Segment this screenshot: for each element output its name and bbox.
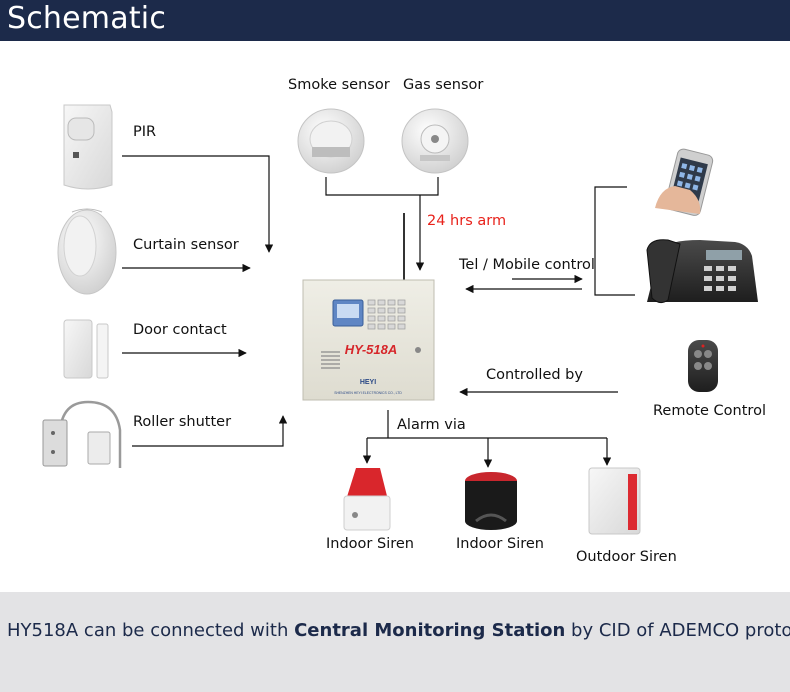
smoke-sensor-label: Smoke sensor: [288, 77, 390, 93]
footer-note-post: by CID of ADEMCO protocol: [571, 620, 790, 641]
alarm-via-label: Alarm via: [397, 417, 466, 433]
panel-model-text: HY-518A: [345, 342, 398, 357]
indoor-siren-2-label: Indoor Siren: [456, 536, 544, 552]
controlled-by-label: Controlled by: [486, 367, 583, 383]
gas-sensor-label: Gas sensor: [403, 77, 484, 93]
mobile-phone-image: [655, 148, 714, 216]
door-contact-image: [63, 319, 109, 379]
gas-sensor-image: [401, 108, 469, 174]
footer-bar: HY518A can be connected with Central Mon…: [0, 592, 790, 692]
panel-maker-text: SHENZHEN HEYI ELECTRONICS CO., LTD: [334, 391, 402, 395]
smoke-sensor-image: [297, 108, 365, 174]
outdoor-siren-label: Outdoor Siren: [576, 549, 677, 565]
footer-note: HY518A can be connected with Central Mon…: [7, 620, 790, 641]
tel-bracket-line: [594, 186, 635, 296]
pir-detector-image: [63, 104, 113, 190]
shutter-line: [132, 415, 288, 447]
arm-label: 24 hrs arm: [427, 213, 507, 229]
outdoor-siren-image: [588, 467, 641, 535]
indoor-siren-2-image: [465, 472, 517, 530]
panel-brand-text: HEYI: [360, 379, 376, 386]
roller-shutter-label: Roller shutter: [133, 414, 232, 430]
pir-line: [122, 155, 274, 253]
indoor-siren-1-label: Indoor Siren: [326, 536, 414, 552]
door-contact-label: Door contact: [133, 322, 227, 338]
curtain-sensor-image: [57, 208, 117, 295]
alarm-panel-image: [302, 213, 435, 401]
header-bar: Schematic: [0, 0, 790, 41]
page-title: Schematic: [7, 1, 167, 36]
remote-control-label: Remote Control: [653, 403, 766, 419]
footer-note-pre: HY518A can be connected with: [7, 620, 295, 641]
footer-note-bold: Central Monitoring Station: [294, 620, 566, 641]
pir-label: PIR: [133, 124, 157, 140]
indoor-siren-1-image: [343, 468, 391, 531]
desk-telephone-image: [646, 239, 758, 304]
top-sensors-line: [325, 177, 439, 196]
roller-shutter-image: [42, 400, 122, 468]
curtain-sensor-label: Curtain sensor: [133, 237, 239, 253]
remote-fob-image: [688, 340, 718, 392]
tel-mobile-label: Tel / Mobile control: [459, 257, 595, 273]
